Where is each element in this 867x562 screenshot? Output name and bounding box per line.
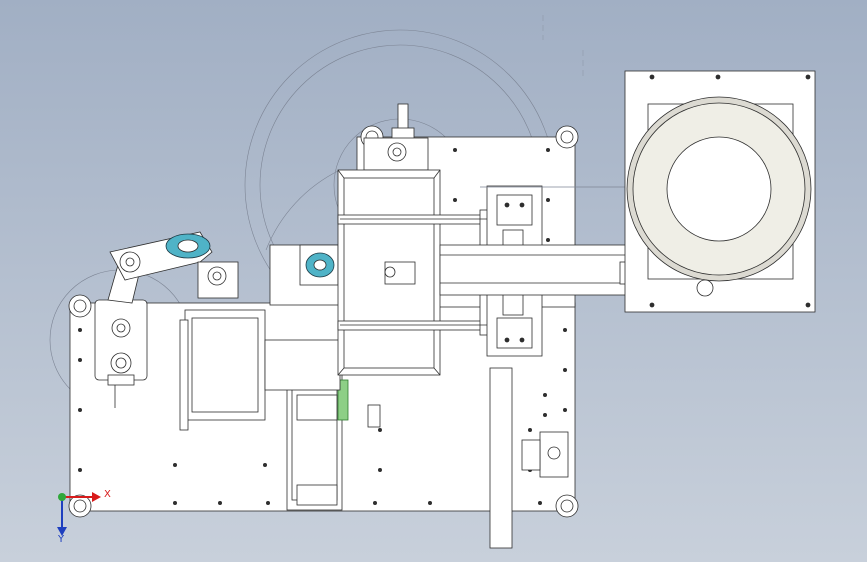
triad-y-label: Y [58,534,65,545]
robot-arm [94,231,213,408]
lower-bracket [367,367,569,549]
coordinate-triad [57,492,101,536]
left-guard [179,309,266,431]
teal-roller [299,244,339,286]
triad-x-label: X [104,489,111,500]
bowl-feeder [624,70,816,313]
bearing-block [197,261,239,299]
top-motor [363,103,429,171]
conveyor-frame [337,169,441,376]
